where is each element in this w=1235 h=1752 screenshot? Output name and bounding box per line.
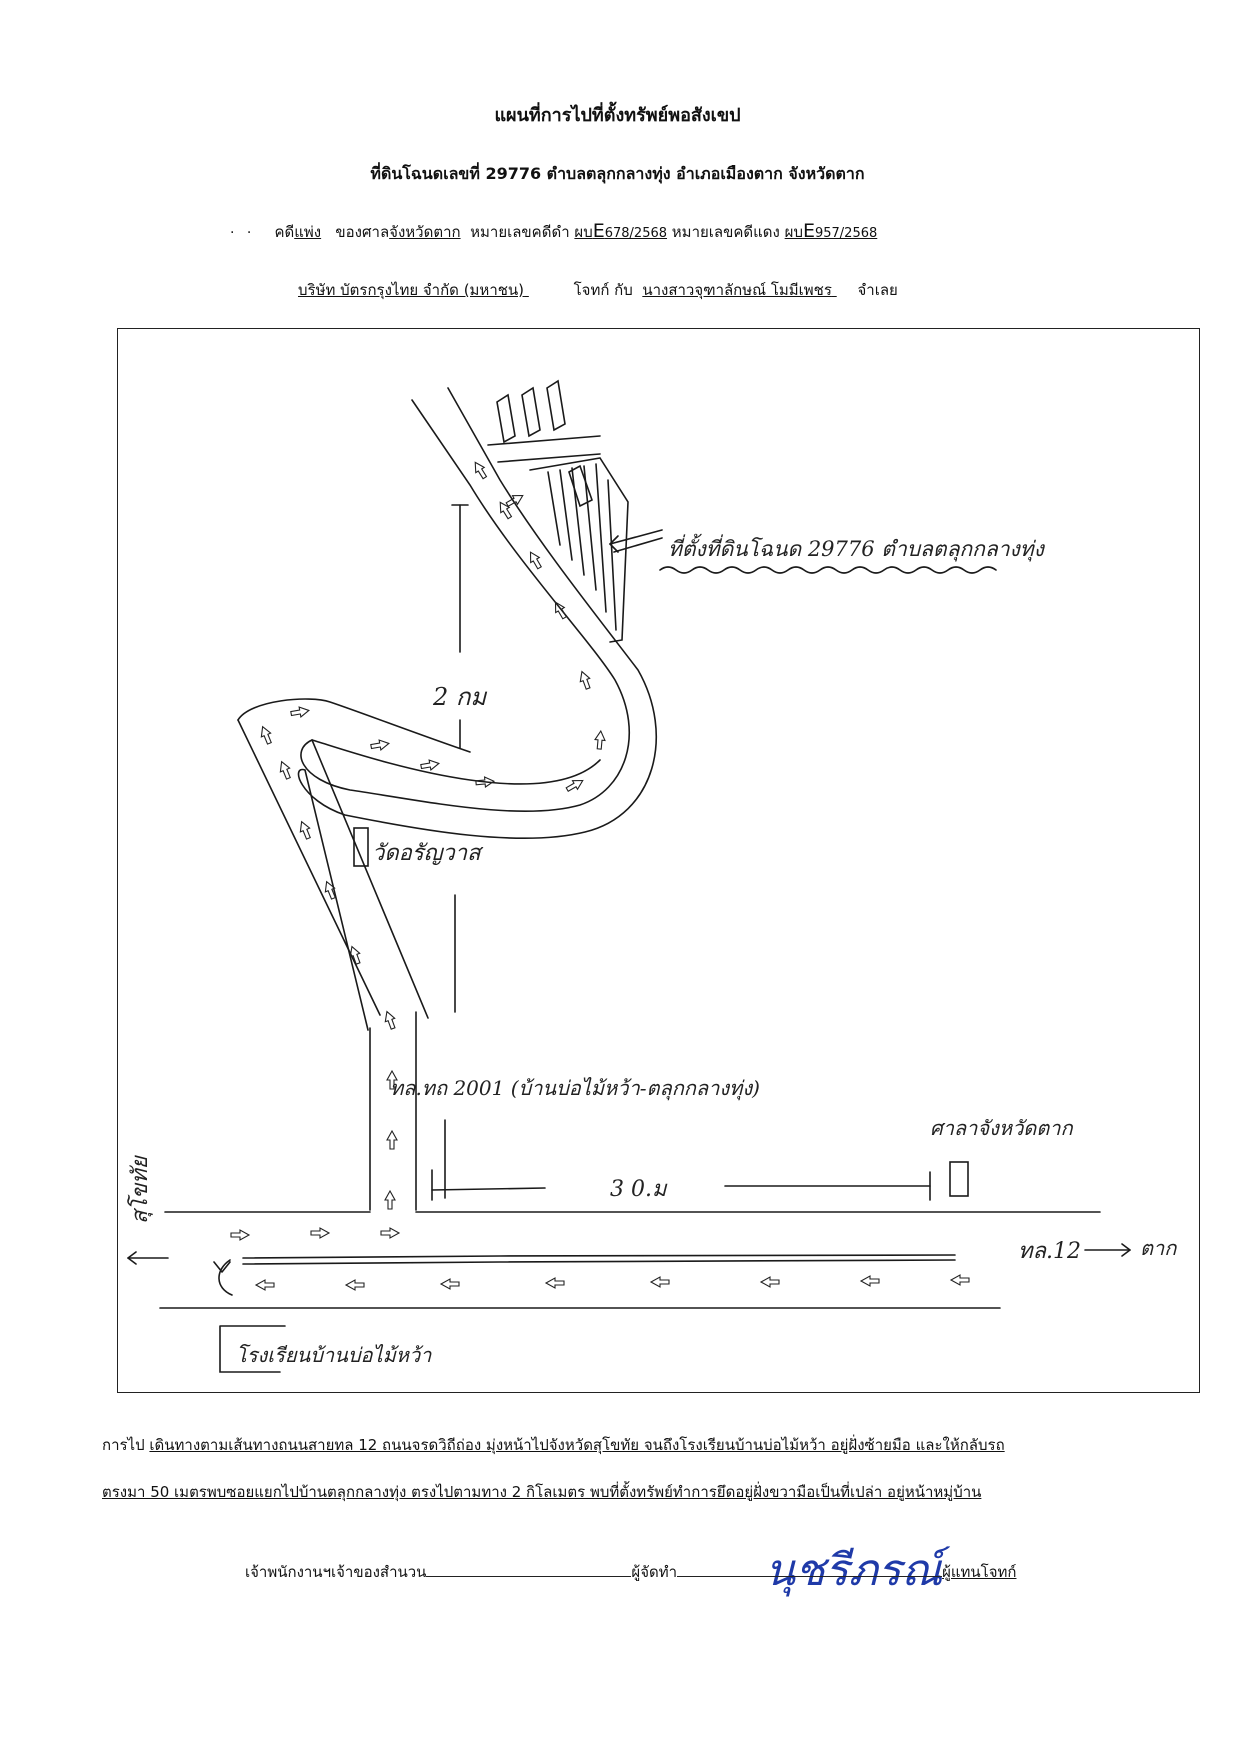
sukhothai-arrow xyxy=(127,1251,169,1265)
red-number-value: ผบE957/2568 xyxy=(784,220,878,242)
distance-marker-30m xyxy=(431,894,931,1201)
signature: นุชรีภรณ์ xyxy=(765,1545,951,1597)
red-number-digits: 957/2568 xyxy=(814,226,878,241)
provincial-hall-label: ศาลาจังหวัดตาก xyxy=(930,1116,1074,1140)
officer-signature-blank xyxy=(426,1562,632,1577)
connector-road xyxy=(369,1011,417,1211)
directions-text-2: ตรงมา 50 เมตรพบซอยแยกไปบ้านตลุกกลางทุ่ง … xyxy=(102,1483,982,1501)
highway-12-label: ทล.12 xyxy=(1018,1239,1081,1264)
provincial-hall-marker xyxy=(949,1161,969,1197)
case-type: แพ่ง xyxy=(294,223,322,241)
tak-arrow xyxy=(1084,1243,1131,1257)
property-parcel xyxy=(529,457,629,643)
maker-label: ผู้จัดทำ xyxy=(631,1563,678,1581)
case-prefix: คดี xyxy=(274,223,295,241)
red-number-label: หมายเลขคดีแดง xyxy=(671,223,780,241)
directions-line-1: การไป เดินทางตามเส้นทางถนนสายทล 12 ถนนจร… xyxy=(102,1433,1005,1457)
court-label: ของศาล xyxy=(335,223,390,241)
directions-text-1: เดินทางตามเส้นทางถนนสายทล 12 ถนนจรดวิถีถ… xyxy=(149,1436,1005,1454)
directions-prefix: การไป xyxy=(102,1436,145,1454)
u-turn-arrow xyxy=(213,1259,233,1296)
officer-label: เจ้าพนักงานฯเจ้าของสำนวน xyxy=(245,1563,427,1581)
distance-2km-label: 2 กม xyxy=(432,683,487,711)
distance-30m-label: 3 0.ม xyxy=(610,1177,668,1202)
house-icons xyxy=(487,379,601,463)
representative-label: ผู้แทนโจทก์ xyxy=(942,1563,1017,1581)
map-frame xyxy=(117,328,1200,1393)
property-location-label: ที่ตั้งที่ดินโฉนด 29776 ตำบลตลุกกลางทุ่ง xyxy=(668,533,1046,562)
property-label-wavy-underline xyxy=(659,566,997,574)
school-label: โรงเรียนบ้านบ่อไม้หว้า xyxy=(236,1343,432,1367)
red-number-letter: E xyxy=(802,220,815,242)
black-number-value: ผบE678/2568 xyxy=(574,220,668,242)
road-direction-arrows xyxy=(230,459,970,1291)
signature-line: เจ้าพนักงานฯเจ้าของสำนวน ผู้จัดทำ ผู้แทนโจ… xyxy=(245,1560,1016,1584)
plaintiff-label: โจทก์ กับ xyxy=(573,281,633,299)
directions-line-2: ตรงมา 50 เมตรพบซอยแยกไปบ้านตลุกกลางทุ่ง … xyxy=(102,1480,981,1504)
bullet-marks: · · xyxy=(230,225,256,241)
property-pointer-arrow xyxy=(609,529,663,553)
black-number-digits: 678/2568 xyxy=(604,226,668,241)
red-number-prefix: ผบ xyxy=(784,223,803,241)
distance-marker-2km xyxy=(451,504,469,749)
tak-label: ตาก xyxy=(1140,1236,1177,1260)
parties-line: บริษัท บัตรกรุงไทย จำกัด (มหาชน) โจทก์ ก… xyxy=(298,278,898,302)
winding-road xyxy=(237,387,658,1031)
black-number-letter: E xyxy=(592,220,605,242)
highway-12 xyxy=(159,1211,1101,1309)
plaintiff-name: บริษัท บัตรกรุงไทย จำกัด (มหาชน) xyxy=(298,281,525,299)
page-title: แผนที่การไปที่ตั้งทรัพย์พอสังเขป xyxy=(494,105,741,126)
case-info-line: · · คดีแพ่ง ของศาลจังหวัดตาก หมายเลขคดีด… xyxy=(230,220,877,244)
black-number-prefix: ผบ xyxy=(574,223,593,241)
defendant-label: จำเลย xyxy=(857,281,898,299)
deed-subtitle: ที่ดินโฉนดเลขที่ 29776 ตำบลตลุกกลางทุ่ง … xyxy=(370,164,865,183)
temple-marker xyxy=(353,827,369,867)
black-number-label: หมายเลขคดีดำ xyxy=(470,223,570,241)
maker-signature-blank xyxy=(677,1562,943,1577)
school-marker xyxy=(219,1325,286,1373)
sukhothai-label: สุโขทัย xyxy=(127,1154,153,1224)
temple-label: วัดอรัญวาส xyxy=(372,841,484,866)
defendant-name: นางสาวจุฑาลักษณ์ โมมีเพชร xyxy=(642,281,832,299)
road-2001-label: ทล.ทถ 2001 (บ้านบ่อไม้หว้า-ตลุกกลางทุ่ง) xyxy=(390,1076,760,1101)
court-name: จังหวัดตาก xyxy=(389,223,461,241)
